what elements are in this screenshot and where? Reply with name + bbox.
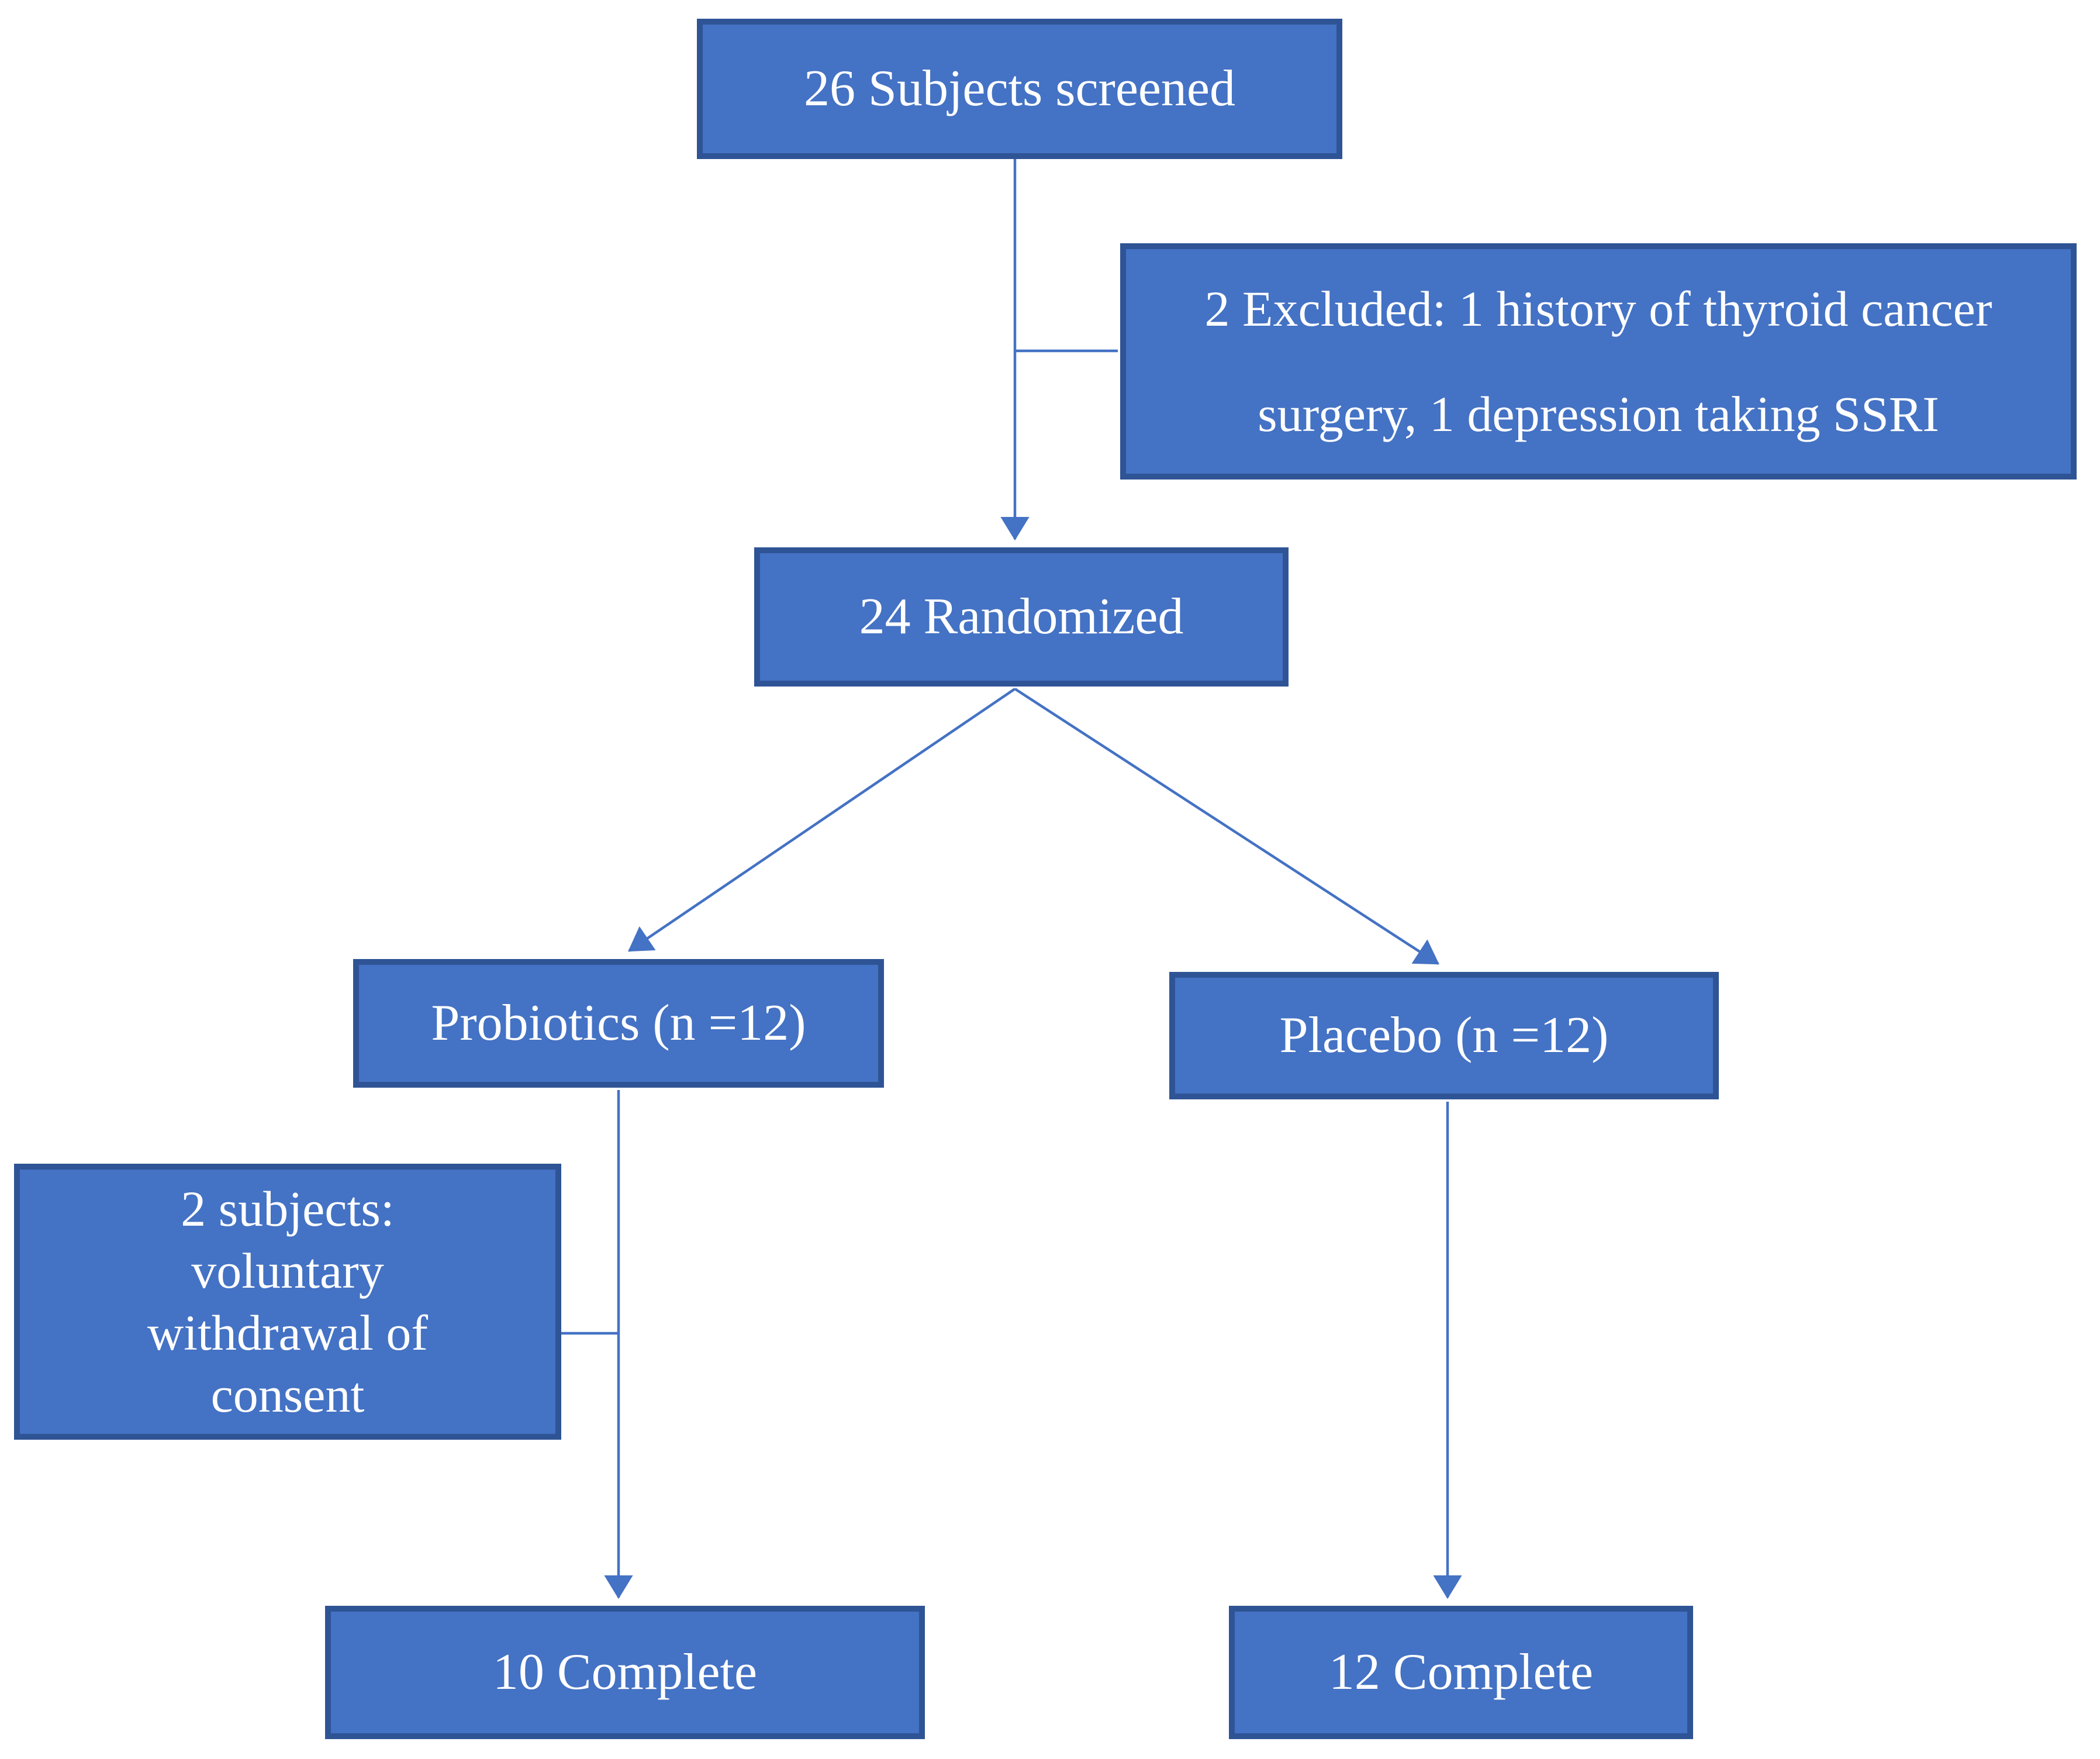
node-probiotics-arm: Probiotics (n =12) xyxy=(353,959,884,1088)
node-withdrawal-line-4: consent xyxy=(210,1367,365,1423)
node-placebo-complete-label: 12 Complete xyxy=(1328,1644,1594,1701)
node-placebo-arm: Placebo (n =12) xyxy=(1169,972,1719,1099)
node-probiotics-complete: 10 Complete xyxy=(325,1606,925,1739)
node-placebo-arm-label: Placebo (n =12) xyxy=(1279,1007,1609,1064)
node-withdrawal-line-1: 2 subjects: xyxy=(181,1181,395,1237)
node-excluded: 2 Excluded: 1 history of thyroid cancer … xyxy=(1120,243,2077,480)
node-randomized-label: 24 Randomized xyxy=(859,588,1184,645)
node-subjects-screened: 26 Subjects screened xyxy=(697,19,1342,159)
node-withdrawal-line-2: voluntary xyxy=(191,1243,384,1299)
node-probiotics-arm-label: Probiotics (n =12) xyxy=(431,995,806,1051)
node-subjects-screened-label: 26 Subjects screened xyxy=(804,60,1235,117)
node-placebo-complete: 12 Complete xyxy=(1229,1606,1693,1739)
node-withdrawal: 2 subjects: voluntary withdrawal of cons… xyxy=(14,1164,561,1440)
connector-randomized-placebo xyxy=(1014,688,1439,965)
node-withdrawal-line-3: withdrawal of xyxy=(147,1305,428,1361)
connector-randomized-probiotics xyxy=(628,688,1016,952)
node-probiotics-complete-label: 10 Complete xyxy=(492,1644,758,1701)
node-excluded-line-2: surgery, 1 depression taking SSRI xyxy=(1258,386,1939,442)
node-randomized: 24 Randomized xyxy=(754,547,1289,687)
node-excluded-line-1: 2 Excluded: 1 history of thyroid cancer xyxy=(1204,281,1992,337)
